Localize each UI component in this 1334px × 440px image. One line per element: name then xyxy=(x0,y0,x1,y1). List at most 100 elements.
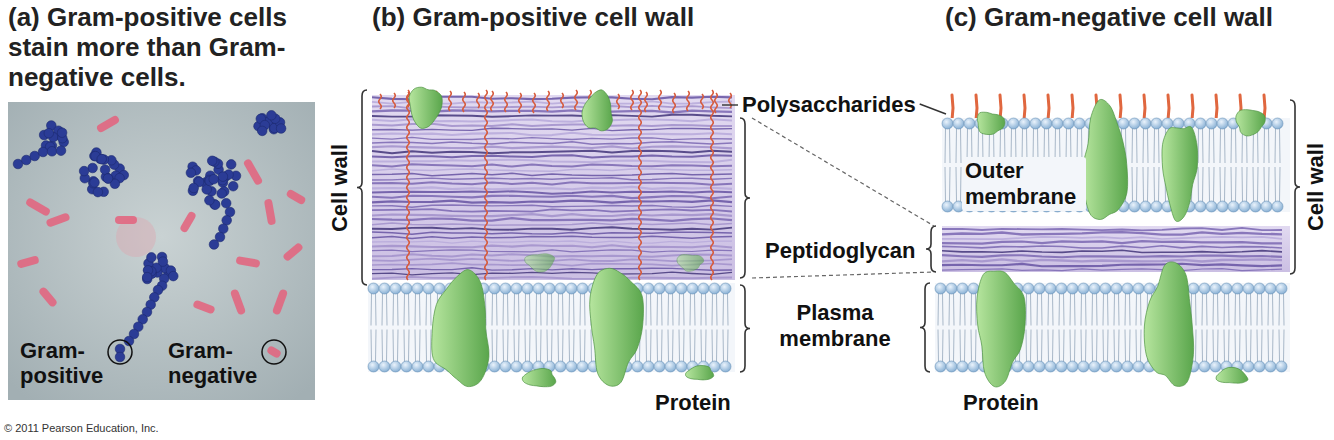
lipid-head xyxy=(1056,361,1067,372)
lipid-head xyxy=(687,283,698,294)
lipid-head xyxy=(1265,361,1276,372)
peptidoglycan-strand xyxy=(372,169,732,171)
polysaccharide-chain xyxy=(379,94,382,109)
lipid-head xyxy=(489,283,500,294)
peptidoglycan-strand xyxy=(372,182,732,185)
lipid-head xyxy=(1272,118,1283,129)
coccus-cell xyxy=(57,128,67,138)
lipid-head xyxy=(1056,283,1067,294)
lipid-head xyxy=(522,361,533,372)
protein-shape xyxy=(522,368,556,386)
polysaccharide-chain xyxy=(659,90,662,110)
lipid-tails xyxy=(371,293,728,362)
lipid-head xyxy=(1063,118,1074,129)
lipid-head xyxy=(1151,118,1162,129)
lipid-head xyxy=(401,283,412,294)
lipid-head xyxy=(1034,283,1045,294)
peptidoglycan-strand xyxy=(372,236,732,238)
coccus-cell xyxy=(218,172,228,182)
coccus-cell xyxy=(221,198,231,208)
peptidoglycan-strand xyxy=(942,237,1282,239)
polysaccharide-chain xyxy=(1072,95,1073,120)
lipid-head xyxy=(1221,283,1232,294)
coccus-cell xyxy=(97,154,107,164)
polysaccharide-chain xyxy=(1144,95,1145,120)
peptidoglycan-layer xyxy=(942,226,1290,272)
lipid-head xyxy=(1206,118,1217,129)
lipid-head xyxy=(1030,118,1041,129)
lipid-head xyxy=(1122,283,1133,294)
polysaccharide-chain xyxy=(687,91,690,111)
polysaccharide-chain xyxy=(407,90,410,280)
peptidoglycan-strand xyxy=(372,191,732,193)
part-label: Plasma membrane xyxy=(770,300,900,352)
protein-shape xyxy=(977,271,1026,387)
stain-smudge xyxy=(116,217,156,257)
rod-cell xyxy=(230,288,246,315)
polysaccharide-chain xyxy=(639,90,642,280)
lipid-head xyxy=(1261,201,1272,212)
polysaccharide-chain xyxy=(1120,95,1121,120)
peptidoglycan-strand xyxy=(372,205,732,207)
polysaccharide-chain xyxy=(485,90,488,280)
lipid-head xyxy=(1133,283,1144,294)
lipid-head xyxy=(665,283,676,294)
polysaccharide-chain xyxy=(1168,95,1169,120)
lipid-head xyxy=(434,283,445,294)
lipid-head xyxy=(511,361,522,372)
peptidoglycan-strand xyxy=(942,232,1282,235)
peptidoglycan-strand xyxy=(942,255,1282,257)
lipid-head xyxy=(720,361,731,372)
coccus-cell xyxy=(88,163,98,173)
peptidoglycan-strand xyxy=(372,232,732,234)
coccus-cell xyxy=(209,240,219,250)
lipid-head xyxy=(1129,201,1140,212)
coccus-cell xyxy=(38,147,48,157)
protein-shape xyxy=(977,112,1005,134)
peptidoglycan-strand xyxy=(372,178,732,180)
lipid-head xyxy=(555,283,566,294)
guide-line xyxy=(752,118,934,226)
lipid-head xyxy=(942,201,953,212)
lipid-head xyxy=(1144,283,1155,294)
lipid-head xyxy=(390,361,401,372)
coccus-cell xyxy=(169,271,179,281)
coccus-cell xyxy=(205,196,215,206)
polysaccharide-chain xyxy=(631,90,634,110)
polysaccharide-chain xyxy=(1192,95,1193,120)
peptidoglycan-strand xyxy=(372,209,732,211)
polysaccharide-chain xyxy=(1048,95,1049,120)
coccus-cell xyxy=(90,178,100,188)
protein-shape xyxy=(1162,126,1198,221)
lipid-head xyxy=(1210,283,1221,294)
part-label: Protein xyxy=(655,390,731,416)
rod-cell xyxy=(96,115,121,134)
lipid-head xyxy=(1045,361,1056,372)
protein-shape xyxy=(432,270,489,387)
lipid-head xyxy=(379,283,390,294)
protein-shape xyxy=(590,268,644,386)
lipid-head xyxy=(1232,283,1243,294)
lipid-head xyxy=(555,361,566,372)
bracket-label: Cell wall xyxy=(1305,143,1327,231)
rod-cell xyxy=(25,197,52,217)
peptidoglycan-strand xyxy=(372,277,732,279)
lipid-head xyxy=(953,118,964,129)
peptidoglycan-strand xyxy=(372,155,732,157)
rod-cell xyxy=(192,299,215,314)
polysaccharide-chain xyxy=(561,93,564,108)
lipid-head xyxy=(566,361,577,372)
rod-cell xyxy=(264,199,276,226)
lipid-head xyxy=(1254,283,1265,294)
lipid-head xyxy=(1041,118,1052,129)
peptidoglycan-strand xyxy=(372,200,732,202)
lipid-head xyxy=(1089,361,1100,372)
rod-cell xyxy=(38,286,58,308)
callout-circle xyxy=(262,340,286,364)
leader-line xyxy=(722,104,738,105)
lipid-head xyxy=(1111,361,1122,372)
peptidoglycan-strand xyxy=(942,228,1282,231)
lipid-head xyxy=(676,283,687,294)
coccus-cell xyxy=(47,147,57,157)
lipid-head xyxy=(946,283,957,294)
